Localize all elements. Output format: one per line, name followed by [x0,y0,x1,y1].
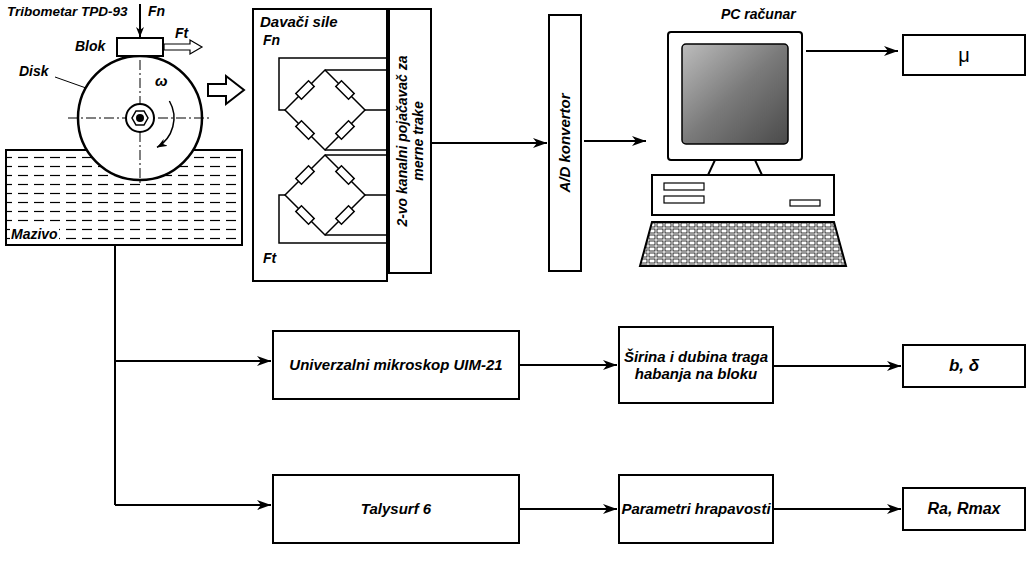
converter-box: A/D konvertor [548,14,582,272]
hollow-arrow [208,76,244,104]
system-unit [652,175,834,215]
bridge [285,155,365,235]
force-symbol: Fn [262,32,281,48]
rotation-arrow [157,101,174,147]
measurement-box: Širina i dubina traga habanja na bloku [618,326,774,404]
flow-arrow [520,508,617,510]
normal-force-arrow [139,4,141,37]
box-text: Talysurf 6 [361,500,431,517]
part-name: Blok [74,38,106,54]
shaft [136,114,144,122]
bridge [285,70,365,150]
box-text: b, δ [949,356,979,376]
box-text: Univerzalni mikroskop UIM-21 [289,356,502,373]
measurement-box: Parametri hrapavosti [618,474,774,544]
amplifier-box: 2-vo kanalni pojačavač za merne trake [388,8,432,274]
instrument-name: Tribometar TPD-93 [6,4,129,20]
force-symbol: Ft [174,25,189,41]
box-text: Davači sile [260,13,338,30]
wire [279,155,390,243]
flow-arrow [432,142,547,144]
branch-arrow [115,360,271,362]
box-text: μ [958,44,970,67]
angular-velocity: ω [154,72,169,89]
monitor [668,32,802,160]
hub [126,104,154,132]
nut [132,111,148,125]
screen [682,44,788,144]
flow-arrow [774,365,901,367]
signal-arrow [806,50,898,52]
box-text: Širina i dubina traga habanja na bloku [620,348,772,383]
force-symbol: Fn [147,3,166,19]
keyboard [640,222,846,266]
box-text: A/D konvertor [556,93,573,192]
box-text: Ra, Rmax [928,500,1001,518]
flow-arrow [520,364,617,366]
instrument-box: Univerzalni mikroskop UIM-21 [272,330,520,400]
friction-force-arrow [164,40,202,54]
wire [279,58,390,150]
leader-line [55,77,86,88]
instrument-box: Talysurf 6 [272,474,520,544]
flow-arrow [774,508,901,510]
sensor-box: Davači sile [252,8,388,282]
result-box: b, δ [902,344,1026,388]
part-name: Mazivo [10,226,59,242]
part-name: Disk [18,63,50,79]
branch-arrow [115,504,271,506]
device-name: PC računar [720,6,797,22]
resistor-symbols [296,81,354,224]
pc-computer [584,32,898,266]
block [117,38,163,56]
box-text: 2-vo kanalni pojačavač za merne trake [394,54,426,229]
force-symbol: Ft [262,250,277,266]
signal-arrow [584,140,646,142]
strain-gauge-bridges [279,58,390,243]
box-text: Parametri hrapavosti [621,500,770,517]
stand [708,160,762,175]
branch-line [114,245,116,505]
result-box: μ [902,34,1026,76]
result-box: Ra, Rmax [902,487,1026,531]
tribometer [6,4,271,505]
